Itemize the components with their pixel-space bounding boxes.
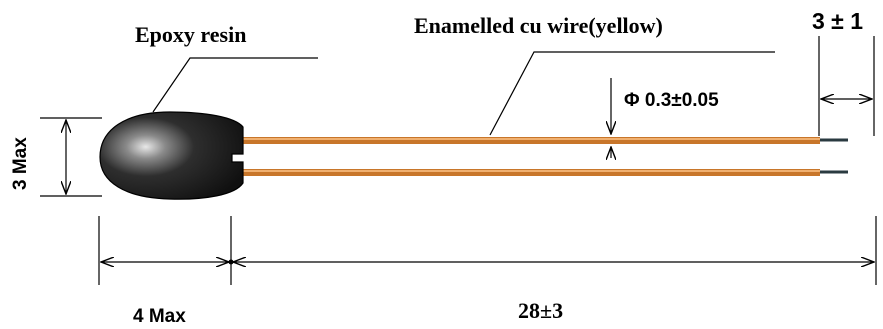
- tip-length-label: 3 ± 1: [812, 8, 863, 34]
- diameter-label: Φ 0.3±0.05: [624, 90, 719, 111]
- height-dimension: [40, 117, 102, 197]
- lead-wire-bottom: [242, 169, 848, 176]
- epoxy-bead: [99, 111, 244, 200]
- epoxy-leader-line: [152, 57, 318, 113]
- epoxy-resin-label: Epoxy resin: [135, 22, 246, 47]
- lead-length-label: 28±3: [518, 298, 563, 323]
- wire-leader-line: [489, 51, 775, 136]
- height-label: 3 Max: [10, 137, 31, 190]
- length-dimensions: [98, 216, 877, 285]
- width-label: 4 Max: [133, 306, 186, 327]
- lead-wire-top: [242, 137, 848, 144]
- tip-length-dimension: [818, 36, 875, 136]
- enamelled-wire-label: Enamelled cu wire(yellow): [414, 13, 663, 38]
